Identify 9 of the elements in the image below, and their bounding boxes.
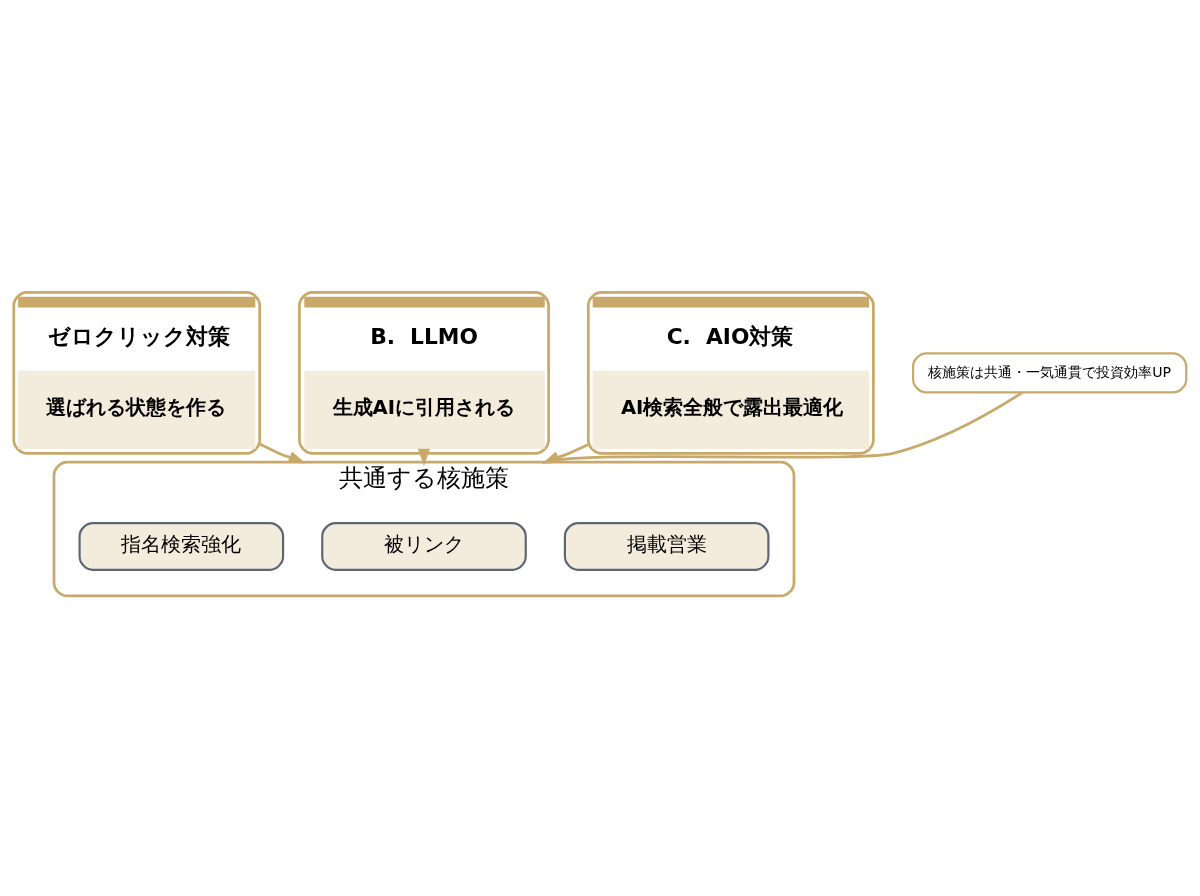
node-box: ゼロクリック対策 選ばれる状態を作る xyxy=(12,290,262,455)
arrow xyxy=(417,448,431,466)
node-box: 指名検索強化 xyxy=(78,521,285,571)
node-box: 被リンク xyxy=(321,521,527,571)
node-box: 掲載営業 xyxy=(563,521,770,571)
node-box: 核施策は共通・一気通貫で投資効率UP xyxy=(912,351,1188,394)
arrow xyxy=(259,442,306,464)
node-box: C. AIO対策 AI検索全般で露出最適化 xyxy=(586,290,875,455)
connector xyxy=(545,390,1023,463)
